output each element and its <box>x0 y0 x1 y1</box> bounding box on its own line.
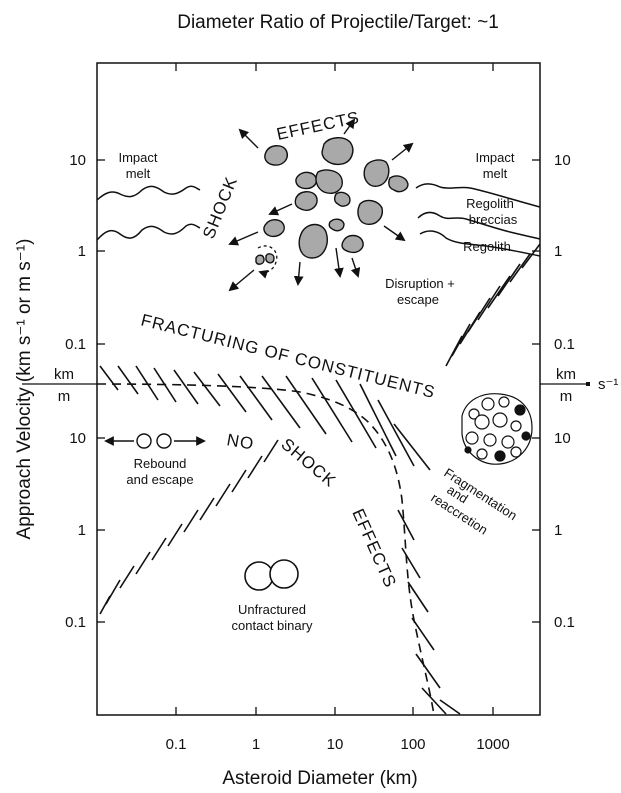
plot-frame <box>96 62 541 716</box>
right-tick-label: 1 <box>554 522 562 539</box>
regolith-breccias-label: breccias <box>469 212 518 227</box>
x-tick-label: 0.1 <box>166 736 187 753</box>
x-tick-label: 10 <box>327 736 344 753</box>
rebound-symbol <box>104 433 206 449</box>
dashed-boundary <box>96 383 435 716</box>
shock-label: SHOCK <box>199 174 241 242</box>
impact-melt-label-right: melt <box>483 166 508 181</box>
regolith-label: Regolith <box>463 239 511 254</box>
disruption-label: escape <box>397 292 439 307</box>
disruption-label: Disruption + <box>385 276 455 291</box>
fracturing-label: FRACTURING OF CONSTITUENTS <box>139 310 437 402</box>
impact-melt-label-right: Impact <box>475 150 514 165</box>
left-tick-label: 1 <box>78 243 86 260</box>
x-tick-label: 1000 <box>476 736 509 753</box>
right-tick-label: 10 <box>554 430 571 447</box>
effects-label: EFFECTS <box>275 108 362 144</box>
x-axis-label: Asteroid Diameter (km) <box>222 768 417 789</box>
unit-m: m <box>58 388 71 405</box>
effects-label-lower: EFFECTS <box>348 506 400 591</box>
no-label: NO <box>225 430 255 453</box>
right-tick-label: 0.1 <box>554 336 575 353</box>
left-tick-label: 0.1 <box>65 614 86 631</box>
left-tick-label: 10 <box>69 152 86 169</box>
impact-melt-boundary-left <box>96 185 201 201</box>
regolith-boundary-left <box>96 223 201 241</box>
rebound-label: Rebound <box>134 456 187 471</box>
contact-binary-icon <box>244 559 299 591</box>
left-tick-label: 10 <box>69 430 86 447</box>
left-tick-label: 0.1 <box>65 336 86 353</box>
right-tick-label: 10 <box>554 152 571 169</box>
x-tick-label: 100 <box>400 736 425 753</box>
breccia-boundary-right <box>417 211 541 240</box>
unit-m: m <box>560 388 573 405</box>
unit-km: km <box>556 366 576 383</box>
right-tick-label: 1 <box>554 243 562 260</box>
ejecta-arrows <box>228 118 414 292</box>
diagram-title: Diameter Ratio of Projectile/Target: ~1 <box>177 12 499 33</box>
regolith-boundary-right <box>419 230 541 257</box>
unit-km: km <box>54 366 74 383</box>
spin-arrow <box>257 245 278 279</box>
impact-melt-label-left: Impact <box>118 150 157 165</box>
left-tick-label: 1 <box>78 522 86 539</box>
y-tick-marks <box>97 159 540 623</box>
x-tick-marks <box>175 63 494 715</box>
binary-label: contact binary <box>232 618 313 633</box>
unit-marker-left: km m <box>22 366 97 405</box>
y-axis-label: Approach Velocity (km s⁻¹ or m s⁻¹) <box>14 239 35 540</box>
impact-melt-boundary-right <box>415 183 541 208</box>
x-tick-label: 1 <box>252 736 260 753</box>
unit-suffix: s⁻¹ <box>598 376 618 393</box>
shock-fragments <box>255 137 409 265</box>
right-tick-label: 0.1 <box>554 614 575 631</box>
impact-melt-label-left: melt <box>126 166 151 181</box>
rebound-label: and escape <box>126 472 193 487</box>
hatch-lines <box>99 243 541 715</box>
shock-label-lower: SHOCK <box>277 435 339 492</box>
unit-marker-right: km m s⁻¹ <box>540 366 618 405</box>
regolith-breccias-label: Regolith <box>466 196 514 211</box>
binary-label: Unfractured <box>238 602 306 617</box>
rubble-pile-icon <box>461 393 533 465</box>
